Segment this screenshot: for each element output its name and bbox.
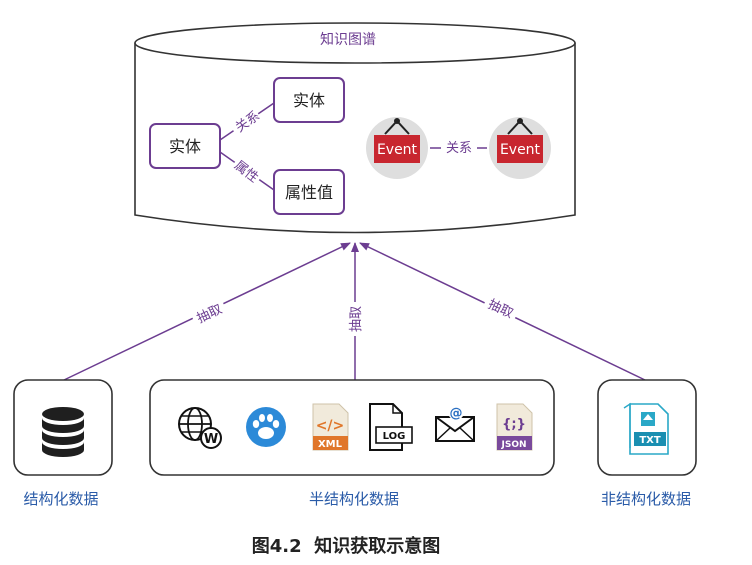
- extract-middle-label: 抽取: [349, 306, 364, 332]
- event-right-label: Event: [500, 142, 541, 158]
- baidu-paw-icon: [246, 407, 286, 447]
- attribute-value-box: 属性值: [273, 169, 345, 215]
- event-relation-label: 关系: [446, 141, 472, 156]
- entity-related-box: 实体: [273, 77, 345, 123]
- wordpress-web-icon: W: [178, 407, 222, 449]
- txt-file-icon: TXT: [623, 402, 669, 455]
- wordpress-letter: W: [204, 432, 218, 447]
- json-file-icon: {;} JSON: [496, 403, 533, 451]
- event-icon-right: Event: [489, 117, 551, 179]
- log-file-label: LOG: [383, 431, 406, 442]
- event-left-label: Event: [377, 142, 418, 158]
- semi-structured-data-label: 半结构化数据: [309, 490, 399, 508]
- svg-text:{;}: {;}: [502, 417, 526, 432]
- figure-caption: 图4.2 知识获取示意图: [252, 535, 440, 557]
- event-icon-left: Event: [366, 117, 428, 179]
- structured-data-label: 结构化数据: [23, 490, 98, 508]
- unstructured-data-label: 非结构化数据: [601, 490, 691, 508]
- txt-file-label: TXT: [639, 435, 661, 446]
- knowledge-graph-cylinder: [134, 22, 576, 234]
- email-at-sign: @: [450, 406, 463, 421]
- svg-text:</>: </>: [316, 418, 345, 434]
- attribute-value-label: 属性值: [285, 183, 333, 202]
- xml-file-icon: </> XML: [312, 403, 349, 451]
- entity-main-box: 实体: [149, 123, 221, 169]
- email-icon: @: [435, 404, 475, 442]
- xml-file-label: XML: [318, 439, 343, 450]
- entity-main-label: 实体: [169, 137, 201, 156]
- json-file-label: JSON: [500, 440, 526, 450]
- knowledge-graph-title: 知识图谱: [320, 31, 376, 48]
- database-icon: [42, 407, 84, 457]
- entity-related-label: 实体: [293, 91, 325, 110]
- semi-structured-data-box: [149, 379, 555, 476]
- log-file-icon: LOG: [369, 403, 413, 451]
